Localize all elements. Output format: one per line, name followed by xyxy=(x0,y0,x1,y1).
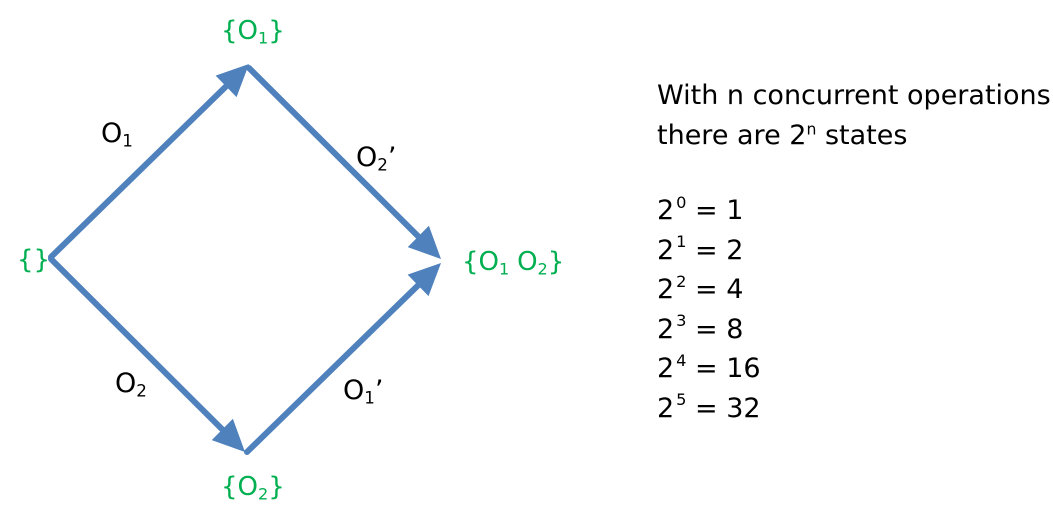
edge-o1-arrowhead xyxy=(215,64,249,98)
power-result: = 4 xyxy=(686,274,744,305)
edge-o2-prime-line xyxy=(246,65,423,241)
power-base: 2 xyxy=(657,313,675,345)
power-exponent: 5 xyxy=(676,390,687,410)
power-result: = 2 xyxy=(686,234,744,266)
power-result: = 32 xyxy=(686,392,761,424)
power-result: = 8 xyxy=(686,313,744,345)
power-exponent: 4 xyxy=(676,350,687,370)
edge-o1-line xyxy=(48,81,231,260)
edge-o2-prime-arrowhead xyxy=(407,225,441,259)
power-exponent: 2 xyxy=(676,271,687,291)
power-result: = 1 xyxy=(686,195,744,226)
edge-o2-line xyxy=(48,256,227,434)
edge-o1-prime-arrowhead xyxy=(407,263,441,297)
power-base: 2 xyxy=(657,274,675,305)
edge-label-o2: O2 xyxy=(115,368,147,401)
power-base: 2 xyxy=(657,195,675,226)
power-exponent: 1 xyxy=(676,232,687,252)
state-empty: {} xyxy=(17,245,51,275)
edge-o2-arrowhead xyxy=(211,418,245,452)
power-exponent: 3 xyxy=(676,311,687,331)
concurrency-description: With n concurrent operations there are 2… xyxy=(657,76,1051,156)
power-base: 2 xyxy=(657,234,675,266)
edge-label-o1-prime: O1’ xyxy=(343,375,384,408)
state-o1: {O1} xyxy=(221,16,285,48)
power-exponent: 0 xyxy=(676,192,687,212)
edge-label-o1: O1 xyxy=(101,118,133,151)
power-base: 2 xyxy=(657,392,675,424)
power-result: = 16 xyxy=(686,353,761,384)
edge-o1-prime-line xyxy=(244,280,423,455)
description-line-2: there are 2n states xyxy=(657,119,908,151)
state-o2: {O2} xyxy=(221,472,285,504)
edge-label-o2-prime: O2’ xyxy=(356,142,397,175)
description-line-1: With n concurrent operations xyxy=(657,80,1051,111)
diagram-arrows xyxy=(48,64,441,455)
power-base: 2 xyxy=(657,353,675,384)
